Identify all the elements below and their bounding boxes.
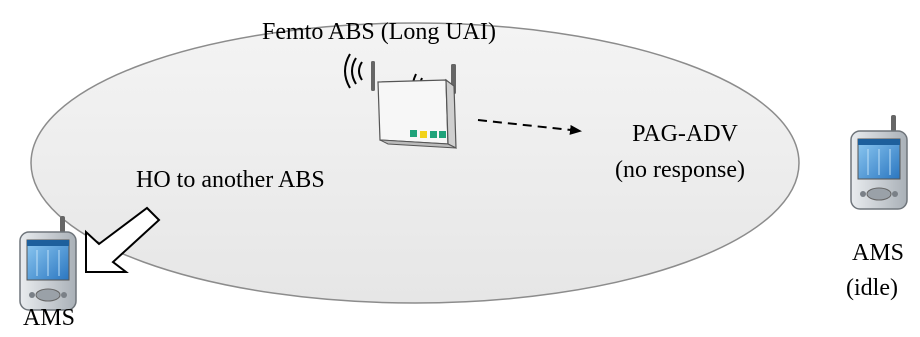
ams-right-pda-phone-icon	[850, 115, 908, 210]
paging-arrow	[477, 119, 582, 135]
femto-coverage-area	[30, 22, 800, 304]
handover-arrow	[85, 206, 161, 273]
handover-label: HO to another ABS	[136, 167, 325, 193]
ams-right-idle-label: (idle)	[846, 275, 898, 301]
no-response-label: (no response)	[615, 157, 745, 183]
ams-left-label: AMS	[23, 305, 76, 331]
femto-abs-label: Femto ABS (Long UAI)	[262, 19, 496, 45]
ams-right-label: AMS	[852, 240, 905, 266]
ams-left-pda-phone-icon	[19, 216, 77, 311]
wireless-router-icon	[344, 53, 457, 149]
pag-adv-label: PAG-ADV	[632, 121, 738, 147]
